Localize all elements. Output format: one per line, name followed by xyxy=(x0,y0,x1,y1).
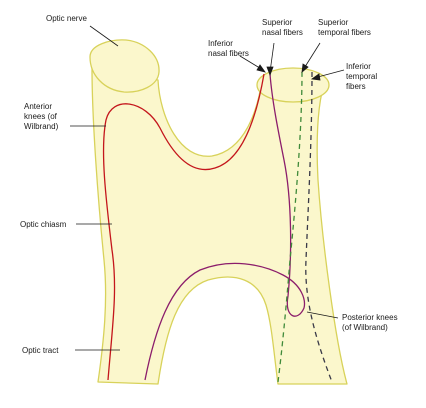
superior-nasal-fiber-path xyxy=(144,73,306,381)
posterior-knees-label: Posterior knees (of Wilbrand) xyxy=(342,313,400,332)
superior-temporal-label: Superior temporal fibers xyxy=(318,18,371,37)
anterior-knees-label: Anterior knees (of Wilbrand) xyxy=(24,102,59,131)
inferior-nasal-fiber-path xyxy=(102,73,265,381)
superior-nasal-label: Superior nasal fibers xyxy=(262,18,303,37)
superior-nasal-arrowhead xyxy=(266,66,274,77)
optic-nerve-label: Optic nerve xyxy=(46,14,87,23)
inferior-temporal-fiber-path xyxy=(305,71,333,383)
optic-nerve-leader xyxy=(89,25,119,47)
posterior-knees-leader xyxy=(306,311,339,319)
optic-tract-label: Optic tract xyxy=(22,346,59,355)
chiasm-body xyxy=(91,67,348,385)
inferior-nasal-label: Inferior nasal fibers xyxy=(208,39,249,58)
right-optic-nerve-cap xyxy=(256,67,330,103)
inferior-temporal-arrowhead xyxy=(310,73,321,81)
superior-temporal-arrowhead xyxy=(301,63,309,73)
optic-chiasm-label: Optic chiasm xyxy=(20,220,67,229)
inferior-temporal-label: Inferior temporal fibers xyxy=(346,62,379,91)
inferior-nasal-arrowhead xyxy=(256,64,266,73)
leader-lines xyxy=(70,25,345,351)
